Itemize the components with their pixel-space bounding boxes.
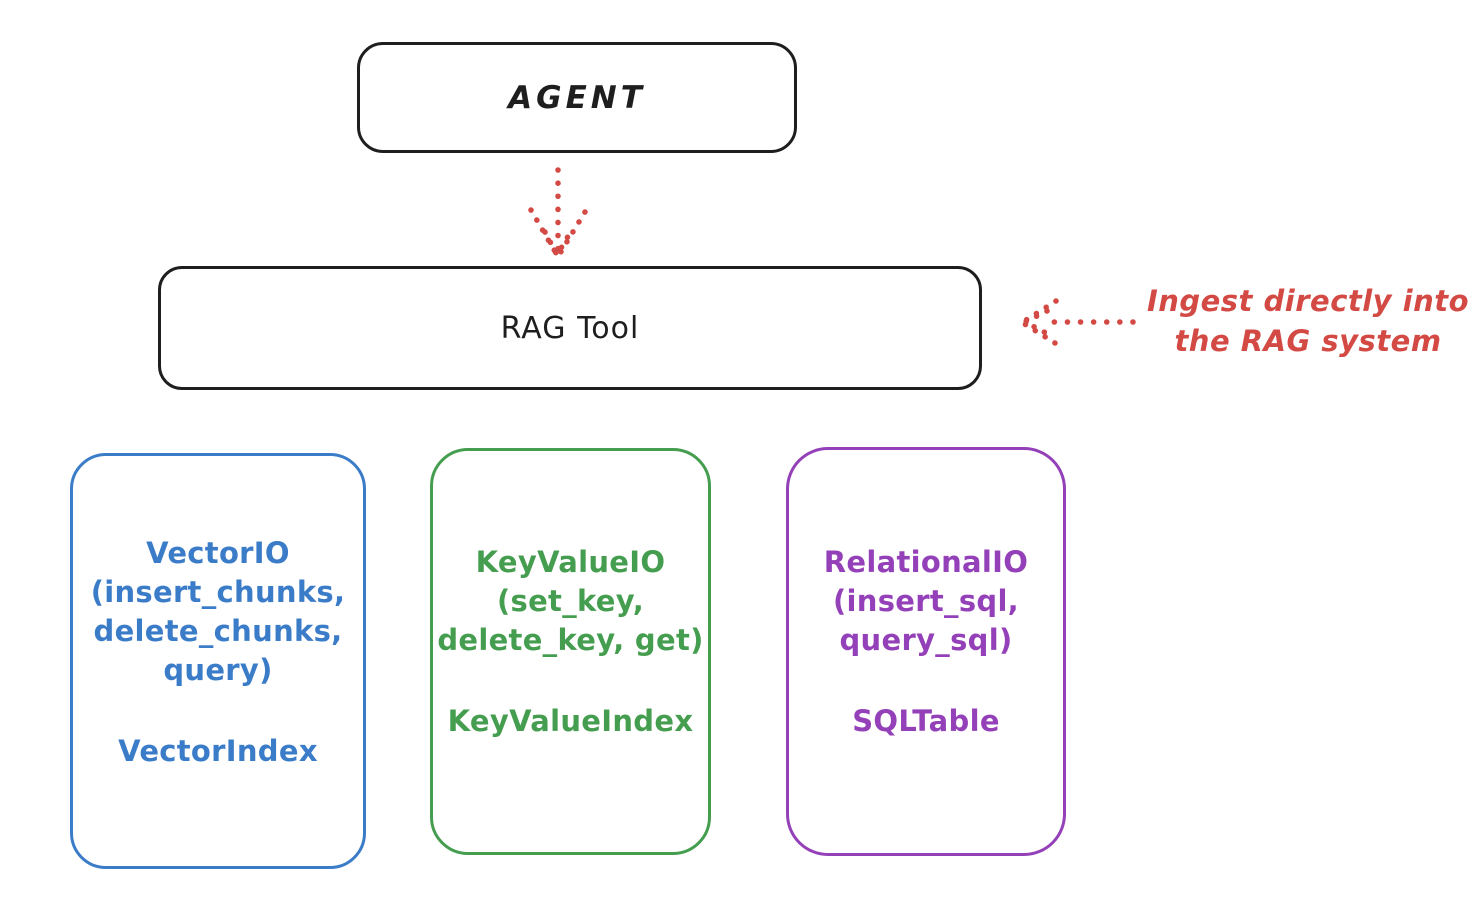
agent-node: AGENT bbox=[357, 42, 797, 153]
rag-tool-node-label: RAG Tool bbox=[500, 310, 640, 346]
store-relationalio-line: RelationalIO bbox=[823, 545, 1029, 579]
agent-node-label: AGENT bbox=[508, 79, 646, 116]
store-relationalio-line: (insert_sql, bbox=[832, 584, 1019, 618]
store-vectorio-line: VectorIO bbox=[146, 536, 290, 570]
store-vectorio-line: (insert_chunks, bbox=[90, 575, 346, 609]
store-vectorio-line: delete_chunks, bbox=[93, 614, 343, 648]
store-keyvalueio-line: delete_key, get) bbox=[437, 623, 704, 657]
ingest-annotation-line2: the RAG system bbox=[1174, 324, 1442, 358]
store-card-vectorio: VectorIO (insert_chunks, delete_chunks, … bbox=[70, 453, 366, 869]
store-keyvalueio-index-label: KeyValueIndex bbox=[447, 704, 694, 738]
ingest-annotation-line1: Ingest directly into bbox=[1146, 284, 1470, 318]
store-relationalio-line: query_sql) bbox=[839, 623, 1013, 657]
store-vectorio-line: query) bbox=[163, 653, 273, 687]
ingest-annotation: Ingest directly into the RAG system bbox=[1140, 281, 1476, 361]
store-keyvalueio-line: KeyValueIO bbox=[475, 545, 666, 579]
store-relationalio-index-label: SQLTable bbox=[852, 704, 1000, 738]
agent-to-ragtool-arrow bbox=[528, 167, 588, 261]
rag-tool-node: RAG Tool bbox=[158, 266, 982, 390]
store-keyvalueio-line: (set_key, bbox=[496, 584, 645, 618]
store-card-relationalio: RelationalIO (insert_sql, query_sql) SQL… bbox=[786, 447, 1066, 856]
store-vectorio-index-label: VectorIndex bbox=[118, 734, 318, 768]
ingest-annotation-arrow bbox=[1018, 298, 1136, 346]
store-card-keyvalueio: KeyValueIO (set_key, delete_key, get) Ke… bbox=[430, 448, 711, 855]
